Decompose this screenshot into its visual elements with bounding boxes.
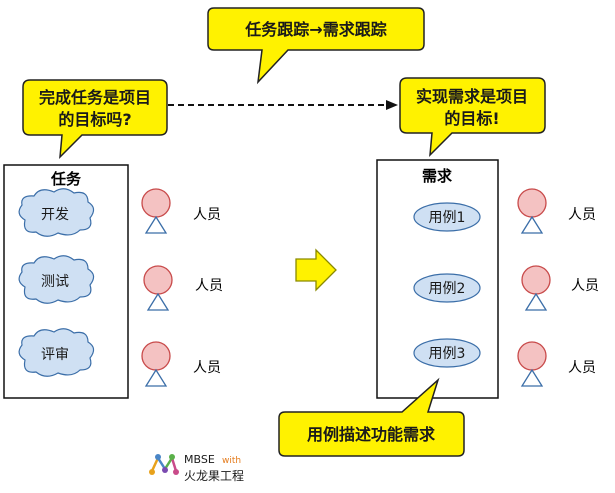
left-callout-line2: 的目标吗? (58, 110, 131, 129)
logo-mark-icon (149, 454, 179, 475)
person-left-1: 人员 (141, 188, 221, 234)
right-callout-line1: 实现需求是项目 (416, 87, 528, 106)
person-label: 人员 (193, 360, 221, 376)
person-head-icon (517, 341, 547, 371)
task-cloud-develop: 开发 (18, 188, 95, 237)
person-label: 人员 (568, 360, 596, 376)
person-label: 人员 (571, 278, 599, 294)
tasks-box-title: 任务 (50, 170, 82, 188)
bottom-callout-text: 用例描述功能需求 (307, 425, 436, 444)
right-callout-line2: 的目标! (444, 109, 499, 128)
bottom-callout: 用例描述功能需求 (278, 377, 465, 457)
mbse-logo: MBSE with 火龙果工程 (149, 453, 244, 483)
cloud-shape (18, 328, 95, 377)
person-head-icon (141, 341, 171, 371)
transition-arrow-icon (295, 248, 337, 292)
person-right-2: 人员 (521, 265, 599, 311)
right-callout-shape (399, 77, 546, 157)
use-case-3: 用例3 (413, 338, 481, 368)
task-label: 测试 (41, 274, 69, 290)
use-case-label: 用例2 (429, 281, 466, 297)
person-label: 人员 (568, 207, 596, 223)
use-case-label: 用例3 (429, 346, 466, 362)
right-callout: 实现需求是项目 的目标! (399, 77, 546, 157)
top-callout: 任务跟踪→需求跟踪 (207, 7, 425, 85)
use-case-2: 用例2 (413, 273, 481, 303)
person-right-3: 人员 (517, 341, 596, 387)
person-label: 人员 (195, 278, 223, 294)
logo-text-en: MBSE (184, 453, 215, 466)
left-callout: 完成任务是项目 的目标吗? (22, 79, 168, 159)
person-left-3: 人员 (141, 341, 221, 387)
person-head-icon (521, 265, 551, 295)
use-case-ellipse (413, 202, 481, 232)
requirements-box: 需求 用例1 用例2 用例3 (376, 159, 499, 399)
top-callout-shape (207, 7, 425, 85)
top-callout-text: 任务跟踪→需求跟踪 (244, 20, 386, 39)
cloud-shape (18, 255, 95, 304)
person-head-icon (517, 188, 547, 218)
person-right-1: 人员 (517, 188, 596, 234)
task-label: 评审 (41, 347, 69, 363)
cloud-shape (18, 188, 95, 237)
person-head-icon (141, 188, 171, 218)
person-left-2: 人员 (143, 265, 223, 311)
left-callout-shape (22, 79, 168, 159)
person-body-icon (524, 292, 548, 311)
tasks-box: 任务 开发 测试 评审 (3, 164, 129, 399)
block-arrow-shape (295, 248, 337, 292)
person-body-icon (520, 215, 544, 234)
bottom-callout-shape (278, 377, 465, 457)
person-label: 人员 (193, 207, 221, 223)
task-label: 开发 (41, 207, 69, 223)
dashed-arrow (168, 100, 398, 110)
left-callout-line1: 完成任务是项目 (39, 88, 151, 107)
task-cloud-review: 评审 (18, 328, 95, 377)
logo-text-cn: 火龙果工程 (184, 468, 244, 483)
use-case-ellipse (413, 338, 481, 368)
logo-text-with: with (222, 456, 241, 466)
person-body-icon (520, 368, 544, 387)
person-body-icon (146, 292, 170, 311)
use-case-label: 用例1 (429, 210, 466, 226)
person-body-icon (144, 368, 168, 387)
person-head-icon (143, 265, 173, 295)
use-case-1: 用例1 (413, 202, 481, 232)
use-case-ellipse (413, 273, 481, 303)
requirements-box-title: 需求 (422, 167, 453, 185)
task-cloud-test: 测试 (18, 255, 95, 304)
dashed-arrow-head (386, 100, 398, 110)
person-body-icon (144, 215, 168, 234)
